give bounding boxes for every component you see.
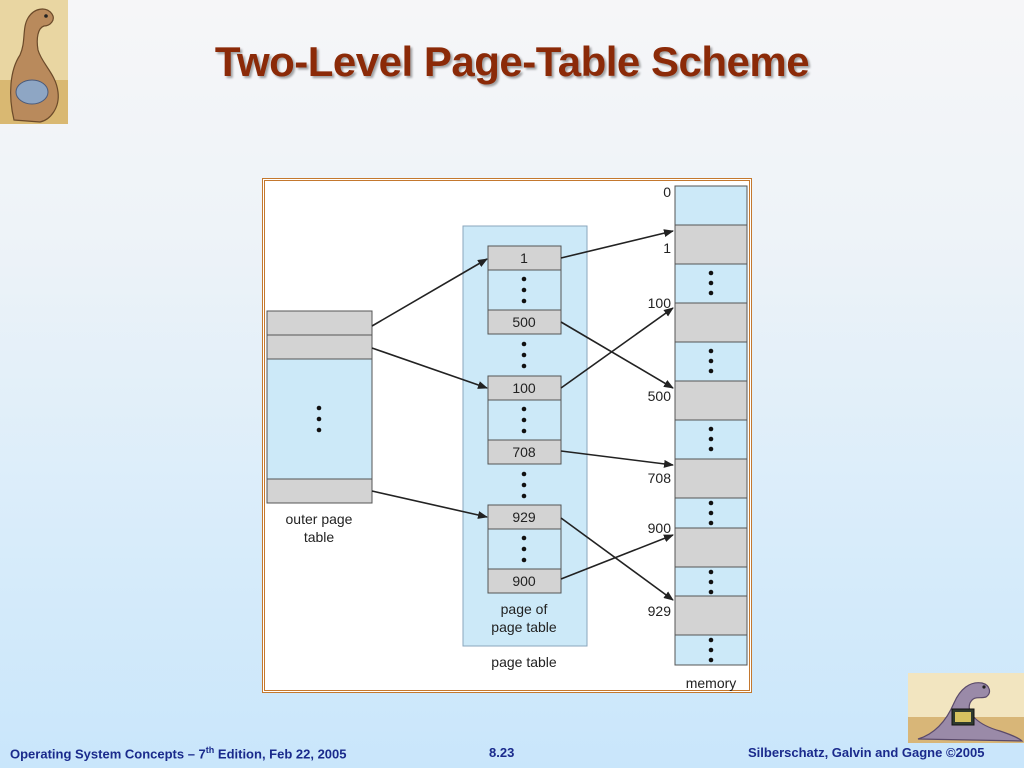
outer-table-label-line1: outer page (286, 511, 353, 527)
ellipsis-dots (521, 341, 527, 369)
memory-address-label: 100 (648, 295, 672, 311)
inner-group-label-line1: page of (501, 601, 548, 617)
page-table-entry-label: 500 (512, 314, 536, 330)
page-table-entry (487, 375, 562, 401)
memory-address-label: 708 (648, 470, 672, 486)
two-level-page-table-diagram: outer page table 1 500 100 708 929 (266, 184, 748, 691)
page-table-entry-label: 1 (520, 250, 528, 266)
ellipsis-dots (708, 348, 714, 374)
ellipsis-dots (708, 500, 714, 526)
arrow-entry-929-to-memory (560, 517, 674, 601)
footer-left-text: Operating System Concepts – 7 (10, 746, 206, 762)
ellipsis-dots (521, 276, 527, 304)
page-table-entry-label: 929 (512, 509, 536, 525)
mapping-arrows (371, 229, 674, 601)
outer-table-entry (266, 334, 373, 360)
arrow-outer-to-inner-2 (371, 347, 488, 389)
memory-frame (674, 527, 748, 568)
memory-address-label: 900 (648, 520, 672, 536)
arrow-outer-to-inner-1 (371, 258, 488, 327)
ellipsis-dots (708, 569, 714, 595)
memory-frame (674, 224, 748, 265)
page-table-entry (487, 568, 562, 594)
outer-table-entry (266, 310, 373, 336)
page-table-entry (487, 245, 562, 271)
inner-group-label-line2: page table (491, 619, 557, 635)
outer-table-label-line2: table (304, 529, 335, 545)
slide-title: Two-Level Page-Table Scheme (214, 38, 810, 85)
ellipsis-dots (316, 405, 322, 433)
memory-label: memory (686, 675, 737, 691)
ellipsis-dots (708, 426, 714, 452)
footer-left-date: Edition, Feb 22, 2005 (214, 746, 347, 762)
page-table-entry (487, 309, 562, 335)
ellipsis-dots (708, 637, 714, 663)
memory-column: 0 1 100 500 708 900 929 memory (648, 184, 748, 691)
outer-table-entry (266, 478, 373, 504)
ellipsis-dots (521, 406, 527, 434)
page-table-entry (487, 504, 562, 530)
memory-frame (674, 380, 748, 421)
page-table-entry-label: 708 (512, 444, 536, 460)
memory-address-label: 0 (663, 184, 671, 200)
ellipsis-dots (521, 535, 527, 563)
arrow-entry-708-to-memory (560, 450, 674, 468)
page-table-entry-label: 900 (512, 573, 536, 589)
arrow-outer-to-inner-3 (371, 490, 488, 519)
arrow-entry-900-to-memory (560, 534, 674, 580)
page-table-entry-label: 100 (512, 380, 536, 396)
memory-address-label: 929 (648, 603, 672, 619)
memory-frame (674, 458, 748, 499)
memory-frame (674, 302, 748, 343)
arrow-entry-1-to-memory (560, 229, 674, 259)
dinosaur-logo-bottom (908, 673, 1024, 743)
page-table-entry (487, 439, 562, 465)
dinosaur-logo-top (0, 0, 68, 124)
footer-authors: Silberschatz, Galvin and Gagne ©2005 (748, 745, 985, 760)
memory-frame (674, 185, 748, 226)
footer-course-info: Operating System Concepts – 7th Edition,… (10, 745, 347, 761)
footer-slide-number: 8.23 (489, 745, 515, 760)
memory-address-label: 500 (648, 388, 672, 404)
inner-page-tables: 1 500 100 708 929 900 page of pa (462, 225, 588, 670)
footer-left-superscript: th (205, 745, 215, 755)
ellipsis-dots (708, 270, 714, 296)
memory-address-label: 1 (663, 240, 671, 256)
memory-frame (674, 595, 748, 636)
page-table-label: page table (491, 654, 557, 670)
arrow-entry-500-to-memory (560, 321, 674, 389)
ellipsis-dots (521, 471, 527, 499)
arrow-entry-100-to-memory (560, 307, 674, 389)
outer-page-table: outer page table (266, 310, 373, 545)
